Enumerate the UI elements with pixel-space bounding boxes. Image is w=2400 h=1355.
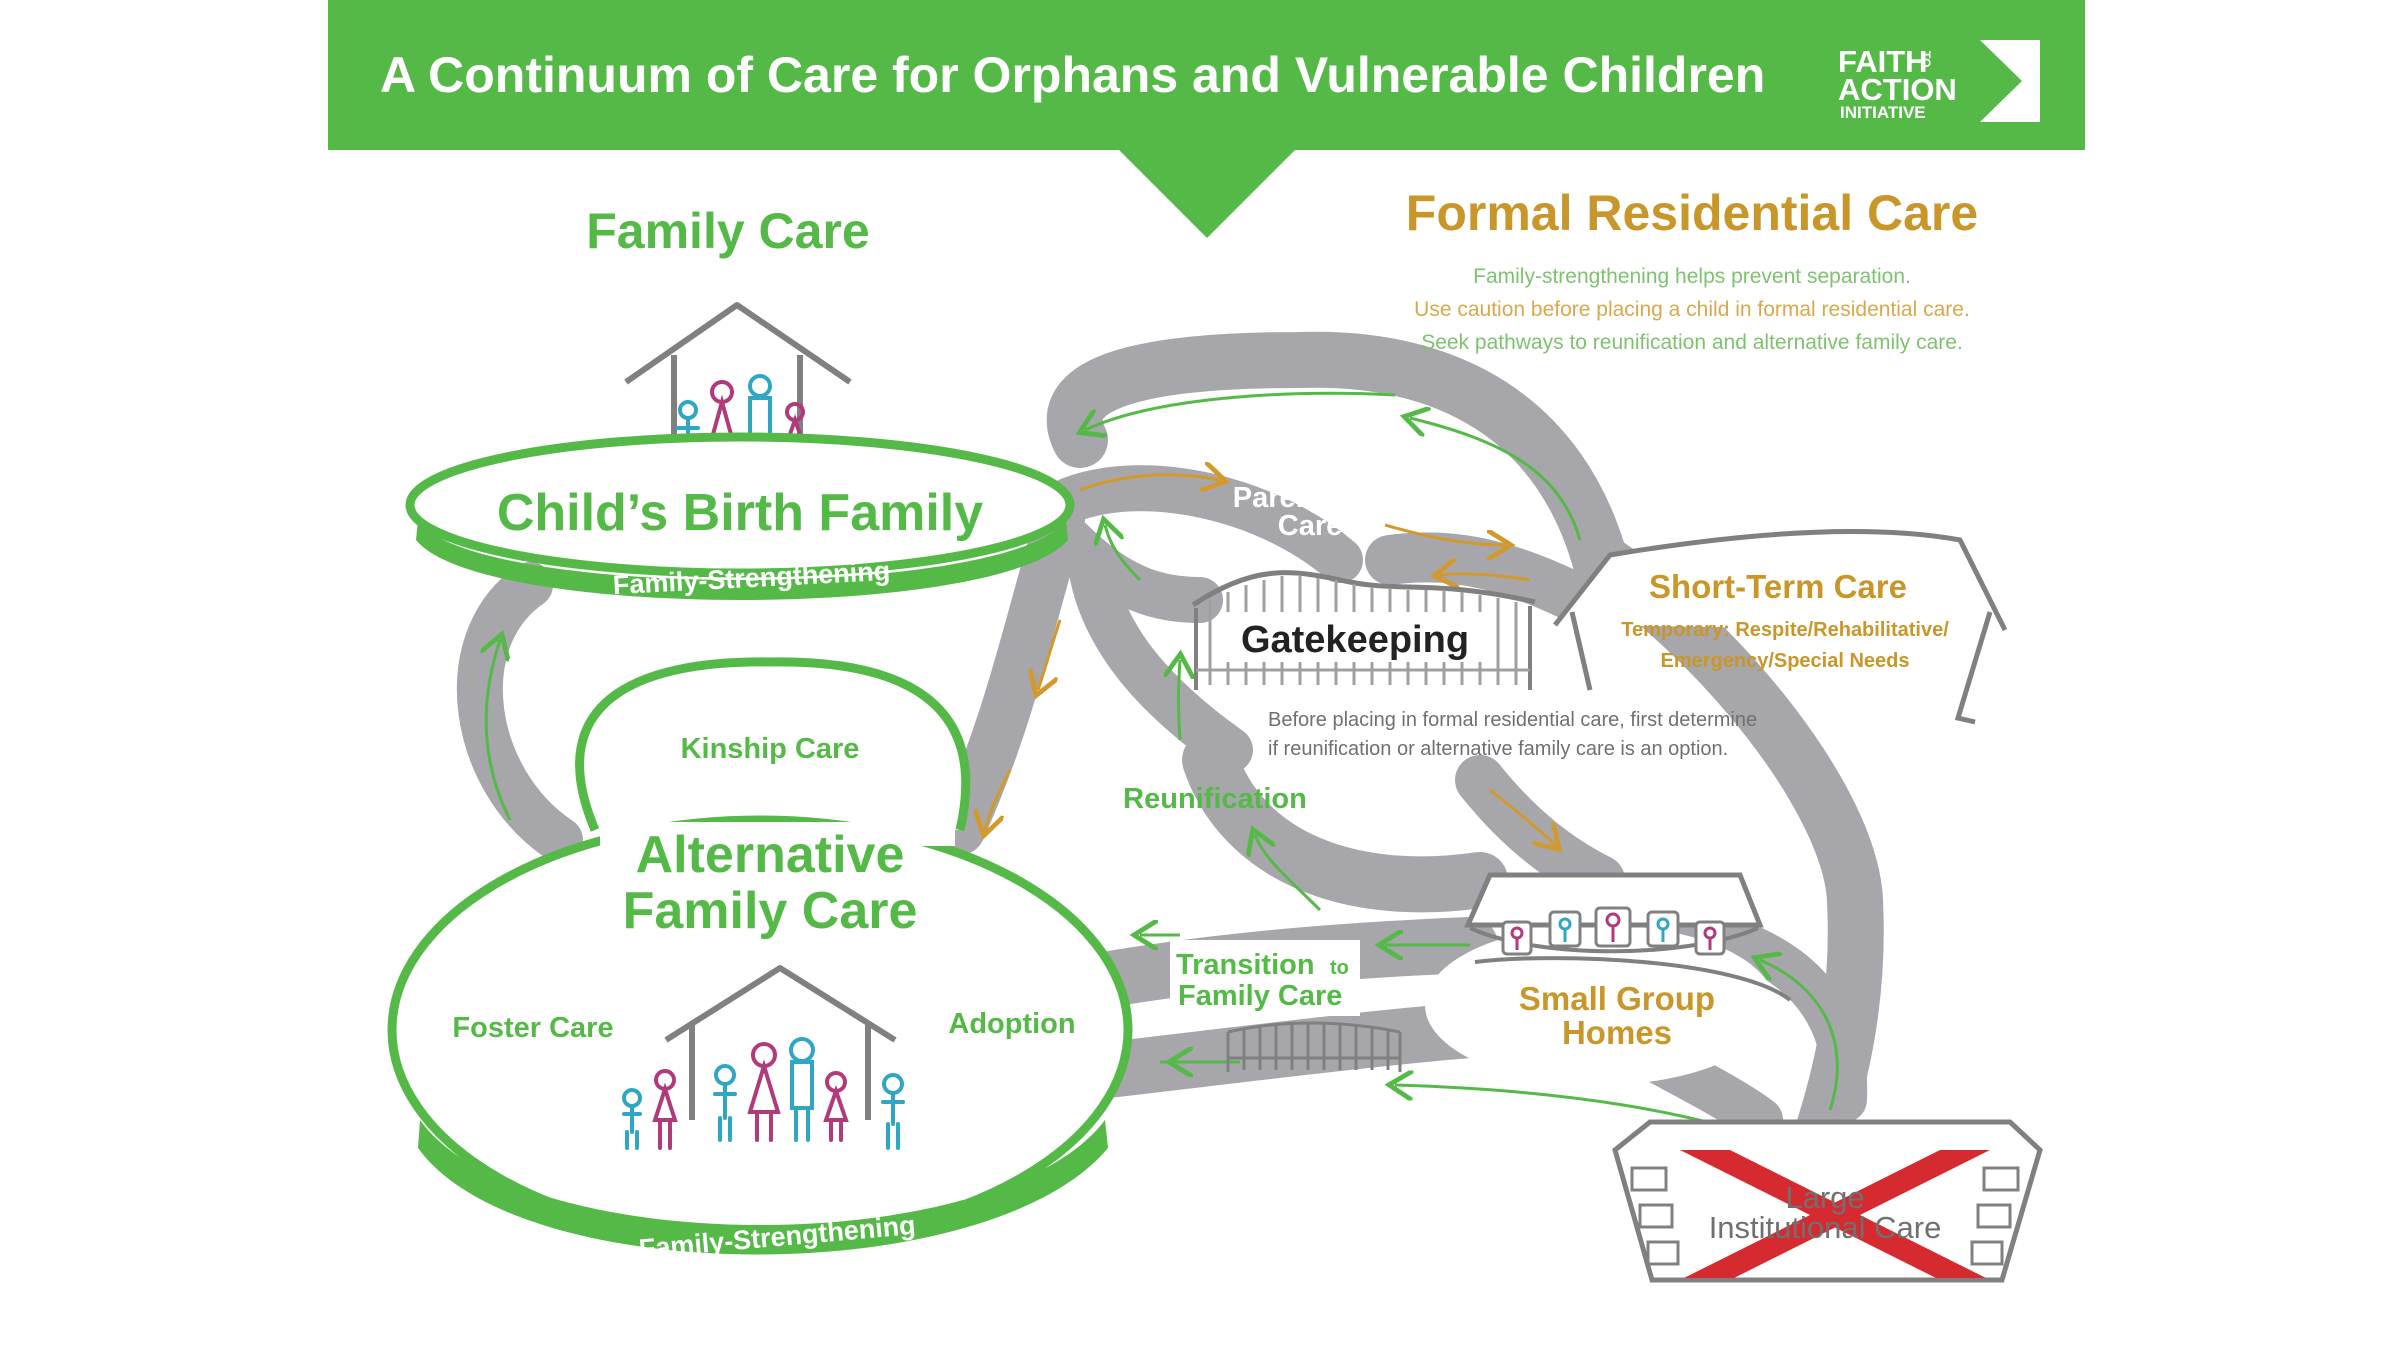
family-figures-icon [622,1037,905,1150]
house-icon [664,965,897,1120]
birth-family-group: Child’s Birth Family Family-Strengthenin… [405,302,1075,600]
small-group-line2: Homes [1562,1014,1672,1051]
reunification-label: Reunification [1123,783,1307,815]
gatekeeping-label: Gatekeeping [1241,619,1469,661]
transition-fence [1226,1021,1402,1072]
svg-text:Seek pathways to reunification: Seek pathways to reunification and alter… [1421,331,1963,354]
short-term-sub-line2: Emergency/Special Needs [1660,650,1909,672]
adoption-label: Adoption [948,1008,1075,1040]
alternative-care-group: Kinship Care Alternative Family Care Fos… [387,657,1133,1264]
alternative-title-line1: Alternative [636,826,905,884]
green-arrows [486,391,1839,1157]
house-icon [624,302,852,450]
svg-text:Transition: Transition [1176,949,1315,981]
faith-to-action-logo: FAITH TO ACTION INITIATIVE [1838,40,2040,122]
red-x-icon [1680,1150,1990,1278]
svg-text:Family-strengthening helps pre: Family-strengthening helps prevent separ… [1473,265,1911,288]
svg-text:Separation: Separation [1130,433,1280,465]
kinship-care-label: Kinship Care [681,733,860,765]
svg-text:INITIATIVE: INITIATIVE [1840,103,1926,122]
formal-residential-heading: Formal Residential Care [1406,185,1978,241]
svg-text:from: from [1254,462,1296,483]
foster-care-label: Foster Care [452,1012,613,1044]
svg-text:TO: TO [1919,51,1933,67]
short-term-care-building: Short-Term Care Temporary: Respite/Rehab… [1553,529,2008,725]
svg-text:to: to [1330,957,1349,979]
institution-windows [1630,1166,2020,1266]
svg-text:ACTION: ACTION [1838,72,1957,107]
large-institution-line1: Large [1785,1180,1864,1215]
gatekeeping-note: Before placing in formal residential car… [1268,709,1757,760]
logo-chevron-icon [1980,40,2040,122]
svg-text:Care: Care [1278,510,1343,542]
short-term-sub-line1: Temporary: Respite/Rehabilitative/ [1621,619,1949,641]
separation-label: Separation from Parental Care [1130,433,1347,542]
small-group-line1: Small Group [1519,980,1715,1017]
small-group-homes: Small Group Homes [1425,872,1792,1085]
svg-text:Parental: Parental [1233,482,1347,514]
svg-text:Use caution before placing a c: Use caution before placing a child in fo… [1414,298,1970,321]
family-care-heading: Family Care [586,203,869,259]
gatekeeping-gate: Gatekeeping [1191,570,1536,690]
birth-family-label: Child’s Birth Family [497,484,983,542]
svg-text:if reunification or alternativ: if reunification or alternative family c… [1268,738,1728,760]
alternative-title-line2: Family Care [623,882,918,940]
svg-text:Family Care: Family Care [1178,980,1342,1012]
page-title: A Continuum of Care for Orphans and Vuln… [380,47,1765,103]
svg-text:FAITH: FAITH [1838,44,1928,79]
large-institution-line2: Institutional Care [1709,1210,1942,1245]
transition-gate: Transition to Family Care [1170,940,1402,1072]
svg-text:Before placing in formal resid: Before placing in formal residential car… [1268,709,1757,731]
orange-arrows [985,475,1555,845]
large-institution: Large Institutional Care [1612,1119,2043,1283]
formal-notes: Family-strengthening helps prevent separ… [1414,265,1970,354]
header-banner: A Continuum of Care for Orphans and Vuln… [328,0,2085,238]
short-term-title: Short-Term Care [1649,568,1907,605]
